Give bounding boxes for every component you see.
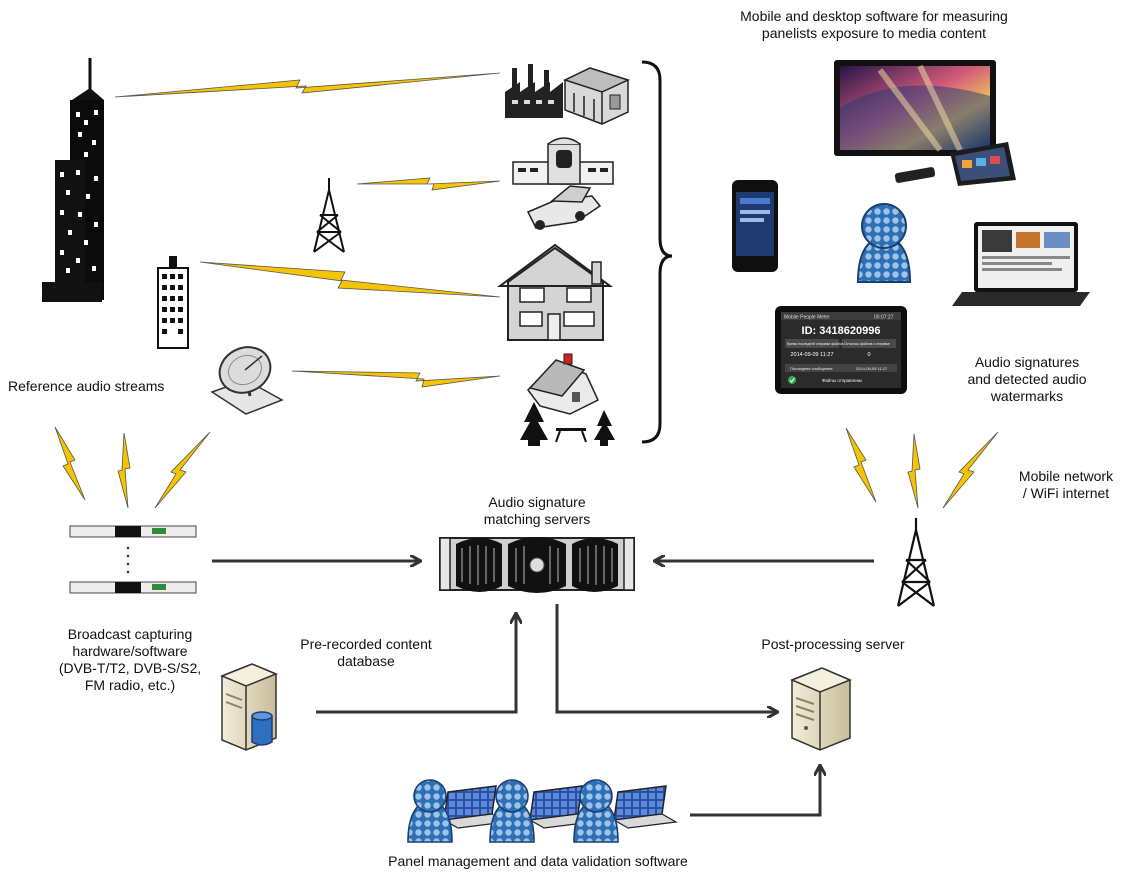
satellite-dish-icon bbox=[210, 346, 284, 415]
label-reference-audio-streams: Reference audio streams bbox=[8, 378, 165, 394]
device-last-message-time: 2014-09-09 11:27 bbox=[856, 366, 888, 371]
link-ref-mid bbox=[117, 432, 131, 509]
device-id: ID: 3418620996 bbox=[802, 325, 881, 337]
people-meter-device: Mobile People Meter 00:07:27 ID: 3418620… bbox=[775, 306, 907, 394]
label-broadcast-capturing: Broadcast capturing hardware/software (D… bbox=[58, 626, 202, 693]
device-col2-value: 0 bbox=[867, 352, 870, 358]
device-col1-header: Время последней отправки файлов bbox=[787, 342, 843, 346]
label-prerecorded-db: Pre-recorded content database bbox=[300, 636, 432, 669]
laptop-icon bbox=[952, 222, 1090, 306]
device-last-message-label: Последнее сообщение bbox=[790, 366, 833, 371]
arrow-panel-to-post bbox=[690, 766, 820, 817]
tv-icon bbox=[834, 60, 996, 156]
arrow-db-to-servers bbox=[316, 614, 516, 714]
train-station-icon bbox=[512, 137, 614, 185]
device-col1-value: 2014-09-09 11:27 bbox=[790, 352, 833, 358]
label-post-processing: Post-processing server bbox=[761, 636, 905, 652]
device-col2-header: Осталось файлов к отправке bbox=[844, 342, 890, 346]
data-flow-arrows bbox=[212, 561, 874, 817]
operator-1 bbox=[407, 779, 508, 843]
set-top-box-icon bbox=[894, 167, 936, 183]
skyscraper-icon bbox=[42, 58, 104, 302]
curly-brace bbox=[641, 60, 673, 444]
panelist-icon bbox=[856, 203, 912, 283]
link-mob-left bbox=[845, 427, 877, 503]
operator-3 bbox=[573, 779, 678, 843]
bank-building-icon bbox=[562, 67, 631, 125]
link-tower-station bbox=[356, 177, 501, 191]
panel-operators-icon bbox=[407, 779, 678, 843]
link-dish-cottage bbox=[291, 370, 501, 388]
cell-tower-icon bbox=[896, 518, 936, 607]
cottage-icon bbox=[527, 353, 599, 415]
matching-server-rack-icon bbox=[439, 537, 635, 593]
label-mobile-network: Mobile network / WiFi internet bbox=[1018, 468, 1114, 501]
link-building-house bbox=[199, 261, 501, 298]
tablet-icon bbox=[950, 142, 1016, 186]
apartment-building-icon bbox=[157, 256, 189, 349]
capture-rack-icon bbox=[69, 525, 197, 594]
label-panel-management: Panel management and data validation sof… bbox=[388, 853, 688, 869]
link-ref-right bbox=[154, 431, 211, 509]
label-audio-signatures: Audio signatures and detected audio wate… bbox=[967, 354, 1087, 404]
house-icon bbox=[496, 243, 614, 341]
radio-links bbox=[54, 72, 999, 509]
link-mob-mid bbox=[907, 433, 921, 509]
label-matching-servers: Audio signature matching servers bbox=[483, 494, 591, 527]
arrow-servers-to-post bbox=[555, 604, 777, 712]
link-mob-right bbox=[942, 431, 999, 509]
operator-2 bbox=[489, 779, 594, 843]
device-time: 00:07:27 bbox=[874, 315, 894, 321]
database-server-icon bbox=[220, 663, 278, 751]
label-mobile-desktop-software: Mobile and desktop software for measurin… bbox=[740, 8, 1008, 41]
device-status: Файлы отправлены bbox=[822, 377, 863, 383]
trees-icon bbox=[520, 402, 615, 446]
link-ref-left bbox=[54, 426, 86, 501]
smartphone-icon bbox=[732, 180, 778, 272]
radio-tower-icon bbox=[313, 178, 345, 253]
post-processing-server-icon bbox=[790, 667, 852, 751]
car-icon bbox=[526, 185, 602, 230]
factory-icon bbox=[505, 64, 563, 118]
link-skyscraper-factory bbox=[114, 72, 501, 98]
device-title: Mobile People Meter bbox=[784, 315, 830, 321]
